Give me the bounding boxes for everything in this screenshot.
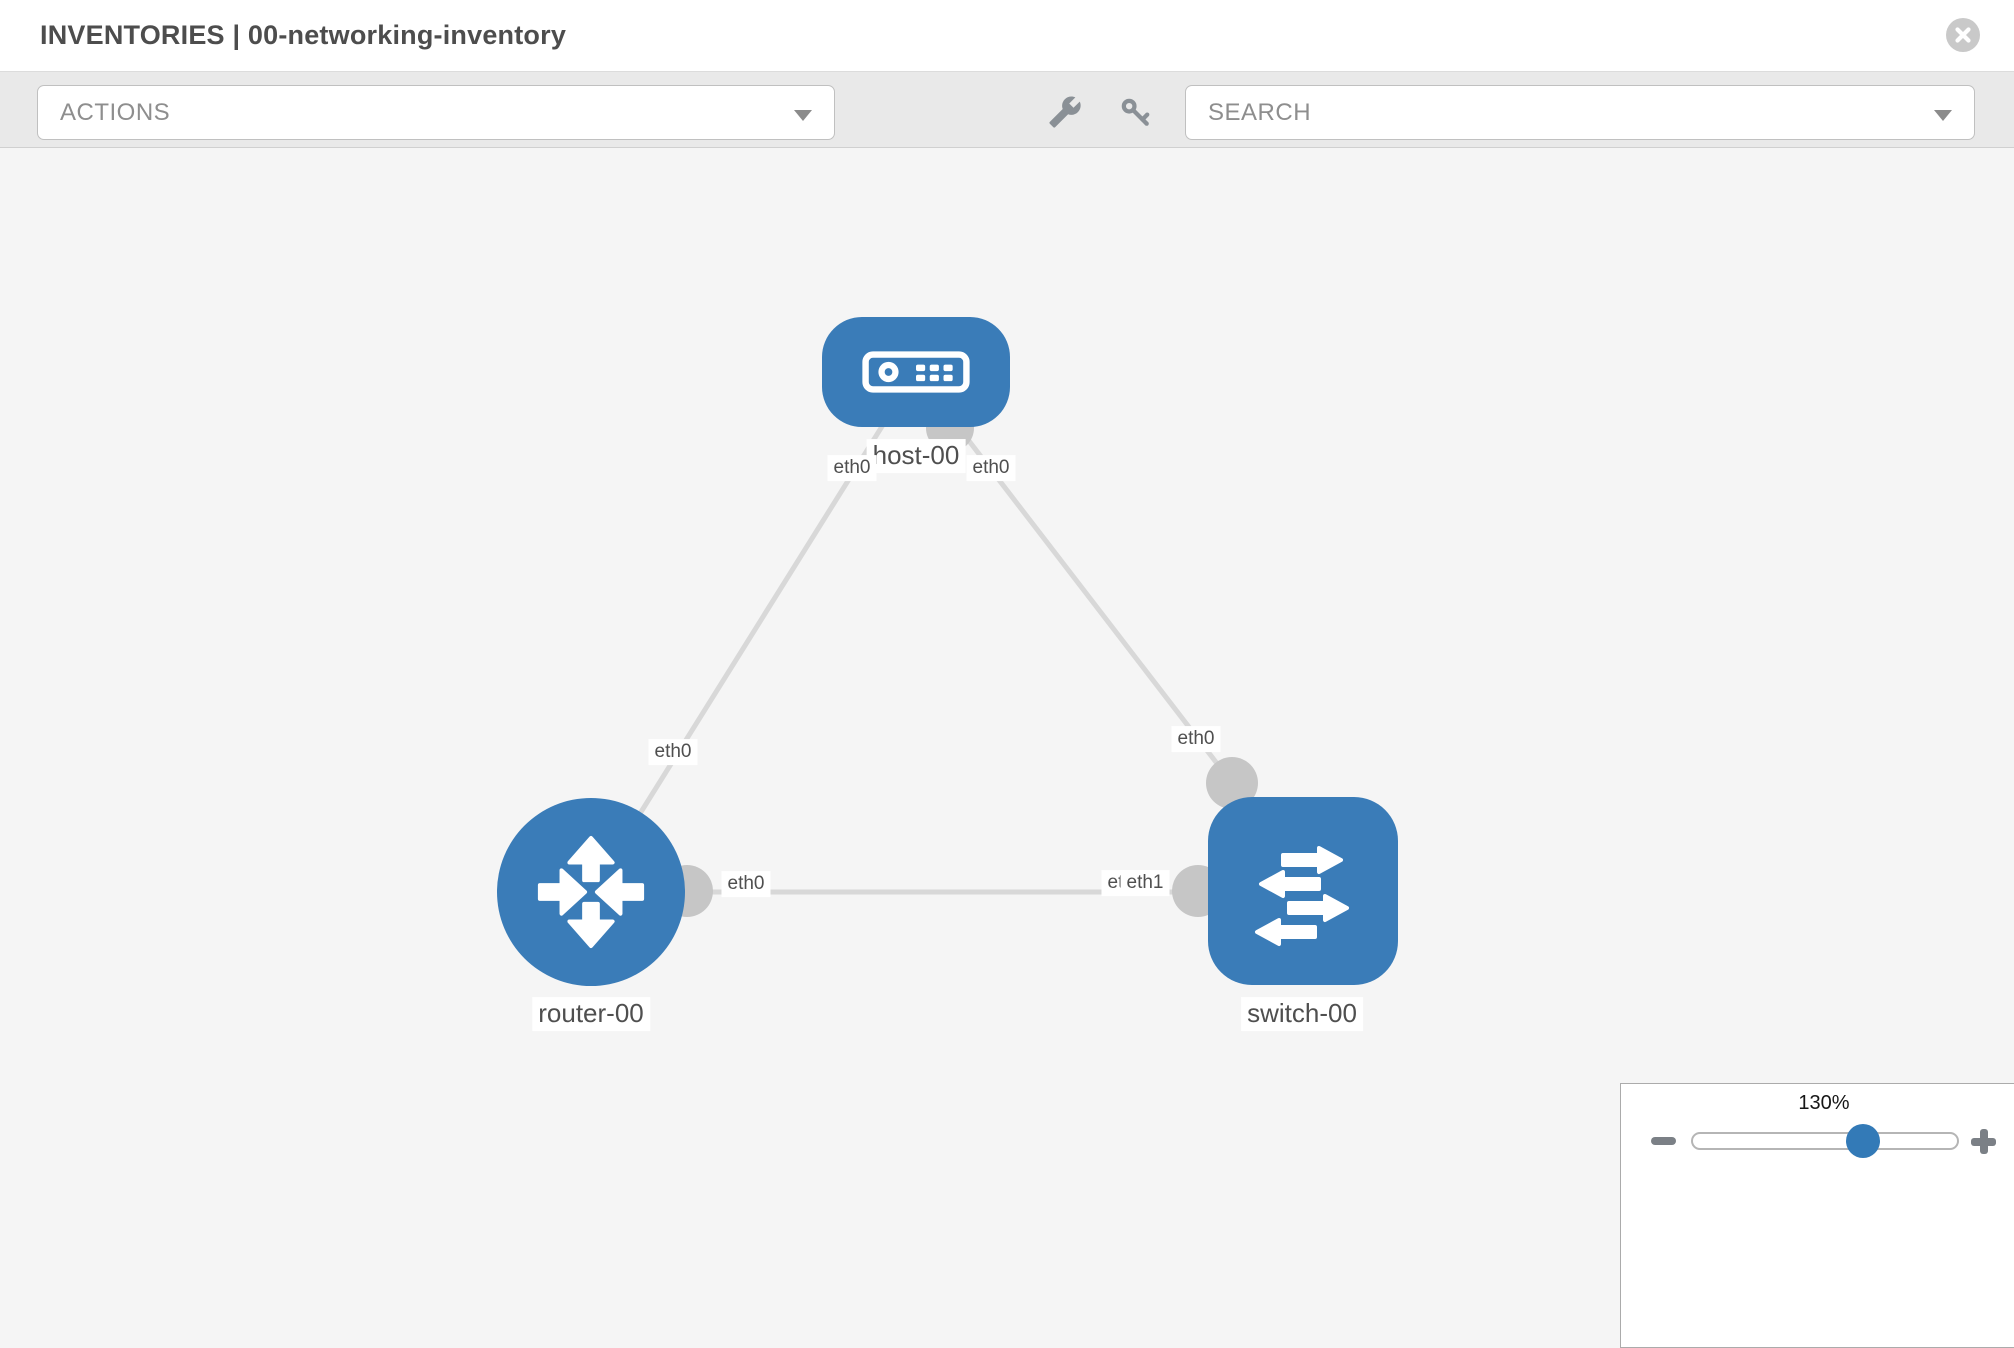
- zoom-slider-thumb[interactable]: [1846, 1124, 1880, 1158]
- zoom-in-button[interactable]: [1971, 1129, 1996, 1154]
- iface-label-host-left: eth0: [827, 455, 877, 481]
- iface-label-bottom-right-over: eth1: [1120, 870, 1170, 896]
- iface-label-router-link: eth0: [648, 739, 698, 765]
- topology-links: [588, 370, 1303, 917]
- wrench-icon[interactable]: [1048, 95, 1082, 129]
- chevron-down-icon: [794, 110, 812, 121]
- node-label-host: host-00: [866, 439, 966, 473]
- switch-icon: [1255, 846, 1349, 946]
- toolbar: ACTIONS SEARCH: [0, 72, 2014, 148]
- zoom-control-panel: 130%: [1620, 1083, 2014, 1348]
- iface-label-switch-link: eth0: [1171, 726, 1221, 752]
- close-icon: [1955, 27, 1971, 43]
- zoom-slider-track[interactable]: [1691, 1132, 1959, 1150]
- search-dropdown-label: SEARCH: [1208, 98, 1312, 126]
- search-dropdown[interactable]: SEARCH: [1185, 85, 1975, 140]
- node-label-router: router-00: [532, 997, 650, 1031]
- key-icon[interactable]: [1118, 95, 1152, 129]
- node-host-00[interactable]: [822, 317, 1010, 427]
- zoom-level-value: 130%: [1798, 1092, 1850, 1114]
- router-icon: [537, 835, 645, 949]
- close-button[interactable]: [1946, 18, 1980, 52]
- iface-label-host-right: eth0: [966, 455, 1016, 481]
- iface-label-bottom-left: eth0: [721, 871, 771, 897]
- port-switch-eth0[interactable]: [1206, 757, 1258, 809]
- topology-canvas[interactable]: host-00 eth0 eth0 eth0 eth0 eth0 eth0 et…: [0, 148, 2014, 1348]
- header: INVENTORIES | 00-networking-inventory: [0, 0, 2014, 72]
- node-switch-00[interactable]: [1208, 797, 1398, 985]
- actions-dropdown-label: ACTIONS: [60, 98, 171, 126]
- actions-dropdown[interactable]: ACTIONS: [37, 85, 835, 140]
- node-label-switch: switch-00: [1241, 997, 1363, 1031]
- host-icon: [862, 351, 970, 393]
- page-title: INVENTORIES | 00-networking-inventory: [40, 20, 567, 50]
- node-router-00[interactable]: [497, 798, 685, 986]
- chevron-down-icon: [1934, 110, 1952, 121]
- zoom-out-button[interactable]: [1651, 1137, 1676, 1145]
